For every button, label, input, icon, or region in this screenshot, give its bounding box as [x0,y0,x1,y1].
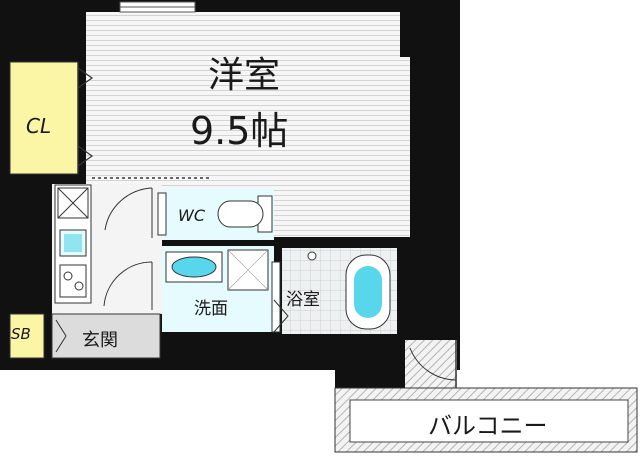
balcony-label: バルコニー [428,412,548,440]
balcony [334,340,638,453]
stove [59,264,87,298]
shoe-box [9,313,45,359]
wc-label: WC [178,206,205,225]
washroom [162,246,281,333]
room-area-label: 9.5帖 [190,109,289,153]
closet-label: CL [26,114,52,138]
shoe-box-label: SB [11,325,31,343]
entrance-label: 玄関 [82,330,118,351]
doors [103,187,153,310]
top-window [119,1,196,13]
closet [9,61,94,175]
bathroom [273,248,397,334]
wc-room [157,188,274,240]
western-room-label: 洋室 [208,55,281,96]
washroom-label: 洗面 [194,299,228,319]
bathroom-label: 浴室 [286,290,320,310]
kitchen [54,184,92,304]
entrance-area [9,313,161,359]
